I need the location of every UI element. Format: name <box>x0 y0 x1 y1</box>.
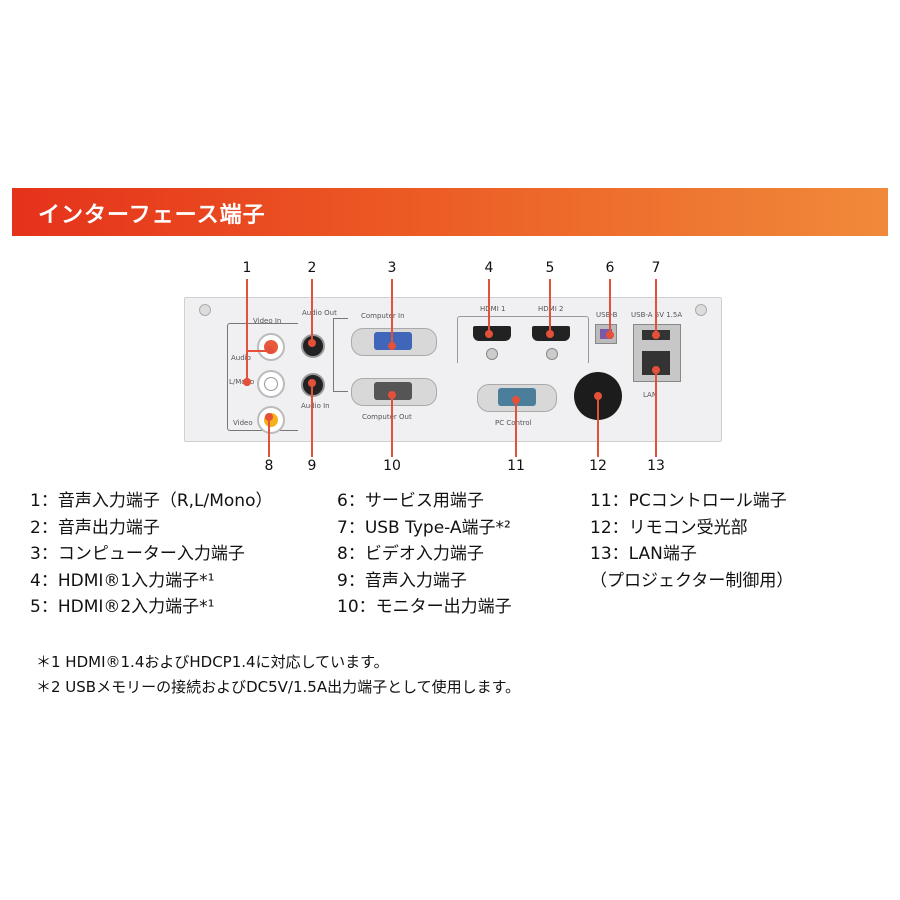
rca-audio-l-jack[interactable] <box>257 370 285 398</box>
label-computer-in: Computer In <box>361 312 405 320</box>
screw-icon <box>546 348 558 360</box>
callout-12: 12 <box>589 458 607 474</box>
audio-out-jack[interactable] <box>301 334 325 358</box>
label-computer-out: Computer Out <box>362 413 412 421</box>
leader-line <box>391 279 393 345</box>
callout-7: 7 <box>651 260 661 276</box>
legend-item: 13：LAN端子 <box>590 544 697 564</box>
leader-dot <box>652 331 660 339</box>
leader-dot <box>546 330 554 338</box>
screw-icon <box>199 304 211 316</box>
legend-item: 12：リモコン受光部 <box>590 517 748 538</box>
leader-line <box>268 417 270 457</box>
label-audio-out: Audio Out <box>302 309 337 317</box>
label-audio: Audio <box>231 354 251 362</box>
computer-bracket <box>333 318 348 392</box>
label-hdmi1: HDMI 1 <box>480 305 506 313</box>
leader-line <box>311 383 313 457</box>
computer-in-port[interactable] <box>351 328 437 356</box>
leader-line <box>597 396 599 457</box>
legend-item: 2：音声出力端子 <box>30 517 160 538</box>
section-title: インターフェース端子 <box>38 203 266 228</box>
leader-line <box>655 279 657 334</box>
connector-panel: Video In Audio L/Mono Video Audio Out Au… <box>184 297 722 442</box>
label-usb-b: USB-B <box>596 311 618 319</box>
callout-6: 6 <box>605 260 615 276</box>
legend-item: 3：コンピューター入力端子 <box>30 544 245 564</box>
hdmi-bracket <box>457 316 589 363</box>
legend-item: 6：サービス用端子 <box>337 491 484 511</box>
legend-item: 10：モニター出力端子 <box>337 597 512 617</box>
callout-4: 4 <box>484 260 494 276</box>
legend-item: 4：HDMI®1入力端子*¹ <box>30 570 215 591</box>
screw-icon <box>695 304 707 316</box>
legend-column-2: 6：サービス用端子 7：USB Type-A端子*² 8：ビデオ入力端子 9：音… <box>337 488 512 621</box>
footnote-1: ＊1 HDMI®1.4およびHDCP1.4に対応しています。 <box>36 653 389 671</box>
callout-1: 1 <box>242 260 252 276</box>
footnote-2: ＊2 USBメモリーの接続およびDC5V/1.5A出力端子として使用します。 <box>36 678 521 696</box>
leader-line <box>549 279 551 333</box>
callout-5: 5 <box>545 260 555 276</box>
leader-dot <box>388 342 396 350</box>
label-lan: LAN <box>643 391 658 399</box>
legend-column-1: 1：音声入力端子（R,L/Mono） 2：音声出力端子 3：コンピューター入力端… <box>30 488 272 621</box>
leader-dot <box>606 331 614 339</box>
label-audio-in: Audio In <box>301 402 330 410</box>
callout-3: 3 <box>387 260 397 276</box>
callout-13: 13 <box>647 458 665 474</box>
leader-dot <box>243 378 251 386</box>
label-l-mono: L/Mono <box>229 378 255 386</box>
legend-item: 9：音声入力端子 <box>337 570 467 591</box>
section-banner: インターフェース端子 <box>12 188 888 236</box>
leader-line <box>391 395 393 457</box>
label-video: Video <box>233 419 253 427</box>
leader-line <box>655 370 657 457</box>
leader-line <box>609 279 611 334</box>
legend-item: 11：PCコントロール端子 <box>590 491 787 511</box>
leader-line <box>311 279 313 341</box>
callout-10: 10 <box>383 458 401 474</box>
legend-item: （プロジェクター制御用） <box>590 570 794 591</box>
legend-item: 1：音声入力端子（R,L/Mono） <box>30 491 273 511</box>
footnotes: ＊1 HDMI®1.4およびHDCP1.4に対応しています。 ＊2 USBメモリ… <box>36 650 520 700</box>
leader-line <box>515 400 517 457</box>
callout-9: 9 <box>307 458 317 474</box>
legend-item: 8：ビデオ入力端子 <box>337 544 484 564</box>
callout-2: 2 <box>307 260 317 276</box>
leader-line <box>488 279 490 333</box>
callout-8: 8 <box>264 458 274 474</box>
leader-dot <box>308 339 316 347</box>
legend-item: 7：USB Type-A端子*² <box>337 517 511 538</box>
callout-11: 11 <box>507 458 525 474</box>
leader-dot <box>485 330 493 338</box>
legend-item: 5：HDMI®2入力端子*¹ <box>30 597 215 617</box>
label-pc-control: PC Control <box>495 419 532 427</box>
computer-out-port[interactable] <box>351 378 437 406</box>
legend-column-3: 11：PCコントロール端子 12：リモコン受光部 13：LAN端子 （プロジェク… <box>590 488 793 594</box>
label-video-in: Video In <box>253 317 282 325</box>
leader-line <box>246 279 248 382</box>
leader-dot <box>266 346 274 354</box>
screw-icon <box>486 348 498 360</box>
